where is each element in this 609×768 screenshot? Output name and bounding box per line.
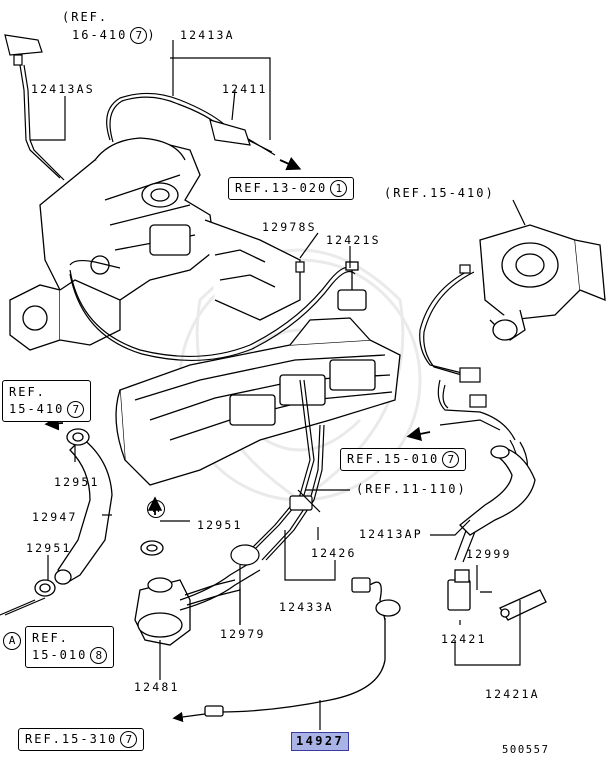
ref-11-110[interactable]: (REF.11-110)	[356, 482, 467, 496]
ref-15-410-left-code: 15-410	[9, 402, 65, 416]
throttle-body	[479, 224, 606, 341]
ref-15-010-left-code: 15-010	[32, 648, 88, 662]
ref-16-410-code: 16-410	[72, 28, 128, 42]
ref-16-410-line1: (REF.	[62, 10, 109, 24]
part-12426: 12426	[311, 546, 357, 560]
air-hose-12413AP	[459, 445, 536, 536]
solenoid-12421S	[337, 261, 367, 311]
ref-15-010-left-circle: 8	[90, 647, 108, 664]
ref-13-020-code: REF.13-020	[235, 181, 328, 195]
ref-15-410-left-circle: 7	[67, 401, 85, 418]
part-12978S: 12978S	[262, 220, 317, 234]
part-12999: 12999	[466, 547, 512, 561]
solenoid-12421	[447, 569, 547, 621]
ref-15-410-top[interactable]: (REF.15-410)	[384, 186, 495, 200]
small-fittings	[4, 34, 487, 511]
hose-12947	[54, 437, 113, 585]
leader-lines	[0, 40, 526, 730]
highlighted-part-14927[interactable]: 14927	[291, 732, 350, 751]
part-12421: 12421	[441, 632, 487, 646]
part-12951-lower: 12951	[26, 541, 72, 555]
sensor-14927	[172, 577, 401, 723]
engine-assembly	[9, 137, 301, 351]
ref-16-410-circle: 7	[130, 27, 148, 44]
pipe-assembly	[179, 544, 261, 625]
part-12947: 12947	[32, 510, 78, 524]
marker-a-lower: A	[3, 632, 21, 650]
part-12951-middle: 12951	[197, 518, 243, 532]
part-12979: 12979	[220, 627, 266, 641]
part-12433A: 12433A	[279, 600, 334, 614]
part-12951-upper: 12951	[54, 475, 100, 489]
part-12413AP: 12413AP	[359, 527, 423, 541]
ref-15-010-right-circle: 7	[442, 451, 460, 468]
ref-15-310-code: REF.15-310	[25, 732, 118, 746]
part-12413AS: 12413AS	[31, 82, 95, 96]
part-12411: 12411	[222, 82, 268, 96]
part-12421S: 12421S	[326, 233, 381, 247]
diagram-code: 500557	[502, 744, 550, 756]
part-12421A: 12421A	[485, 687, 540, 701]
ref-15-410-left-line1: REF.	[9, 385, 46, 399]
hose-clamps	[34, 428, 164, 597]
part-12413A: 12413A	[180, 28, 235, 42]
ref-15-010-left-line1: REF.	[32, 631, 69, 645]
intake-manifold	[115, 317, 401, 486]
ref-15-010-right-code: REF.15-010	[347, 452, 440, 466]
ref-close-paren: )	[147, 28, 157, 42]
ref-15-310-circle: 7	[120, 731, 138, 748]
ref-13-020-circle: 1	[330, 180, 348, 197]
part-12481: 12481	[134, 680, 180, 694]
marker-a-upper: A	[147, 500, 165, 518]
